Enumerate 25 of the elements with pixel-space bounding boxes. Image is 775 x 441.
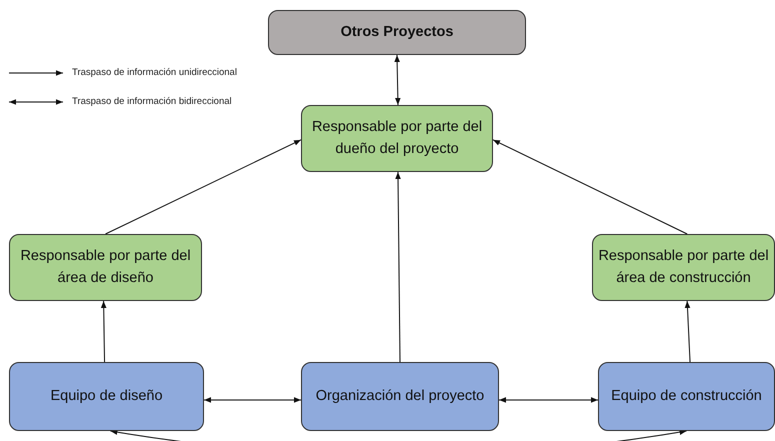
node-label: Otros Proyectos (340, 22, 454, 42)
arrow (395, 172, 401, 362)
node-label: Responsable por parte del área de diseño (19, 247, 192, 288)
arrow (100, 300, 106, 362)
process-box (592, 234, 775, 301)
arrow (498, 397, 598, 403)
curved-arrow (110, 429, 687, 441)
arrow (105, 139, 302, 234)
arrow (684, 300, 691, 362)
header-box (268, 10, 526, 55)
process-box (301, 105, 493, 172)
legend-text: Traspaso de información unidireccional (72, 67, 237, 78)
process-box (9, 234, 202, 301)
arrow (492, 139, 688, 234)
process-box (598, 362, 775, 431)
arrow (204, 397, 302, 403)
node-label: Organización del proyecto (316, 386, 484, 406)
node-label: Equipo de construcción (611, 386, 762, 406)
arrow (394, 54, 401, 106)
node-label: Responsable por parte del área de construcción (597, 247, 770, 288)
legend-text: Traspaso de información bidireccional (72, 96, 232, 107)
node-label: Responsable por parte del dueño del proyecto (310, 118, 484, 158)
node-label: Equipo de diseño (50, 386, 163, 406)
process-box (9, 362, 204, 431)
process-box (301, 362, 499, 431)
